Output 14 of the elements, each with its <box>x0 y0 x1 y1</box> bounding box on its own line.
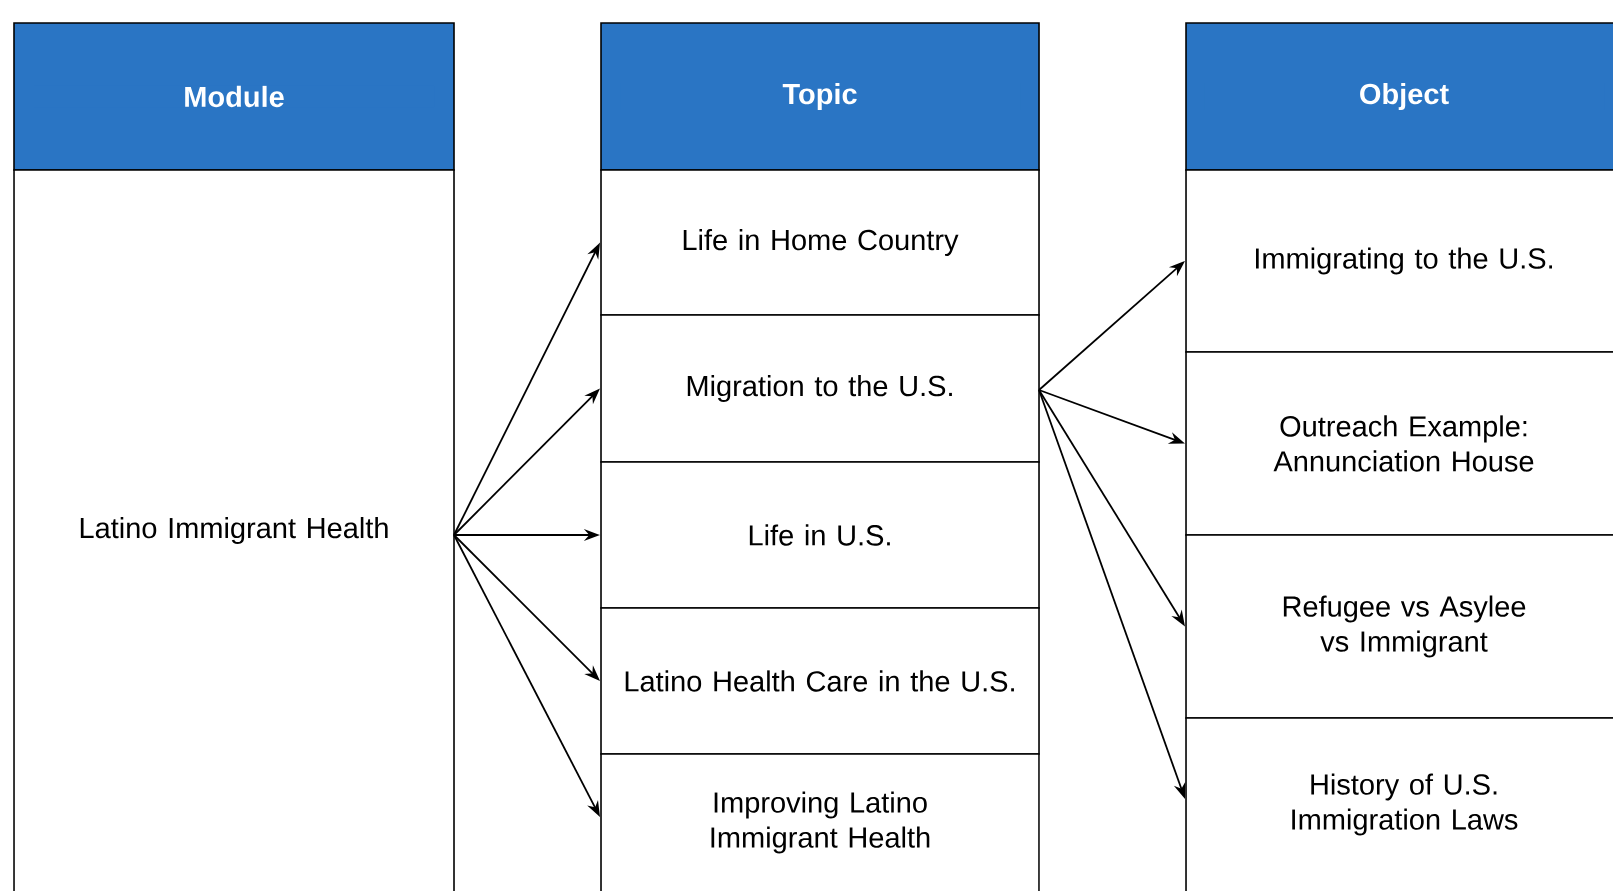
text-box: Immigrating to the U.S. <box>1185 169 1613 353</box>
text-box: Latino Immigrant Health <box>13 169 455 891</box>
text-box: Latino Health Care in the U.S. <box>600 607 1040 755</box>
text-box: Migration to the U.S. <box>600 314 1040 463</box>
text-box: Improving Latino Immigrant Health <box>600 753 1040 891</box>
column-header: Module <box>13 22 455 171</box>
text-box: Refugee vs Asylee vs Immigrant <box>1185 534 1613 719</box>
column-header: Object <box>1185 22 1613 171</box>
arrow <box>453 534 600 681</box>
text-box: Life in U.S. <box>600 461 1040 609</box>
text-box: History of U.S. Immigration Laws <box>1185 717 1613 891</box>
column-header: Topic <box>600 22 1040 171</box>
text-box: Life in Home Country <box>600 169 1040 316</box>
text-box: Outreach Example: Annunciation House <box>1185 351 1613 536</box>
